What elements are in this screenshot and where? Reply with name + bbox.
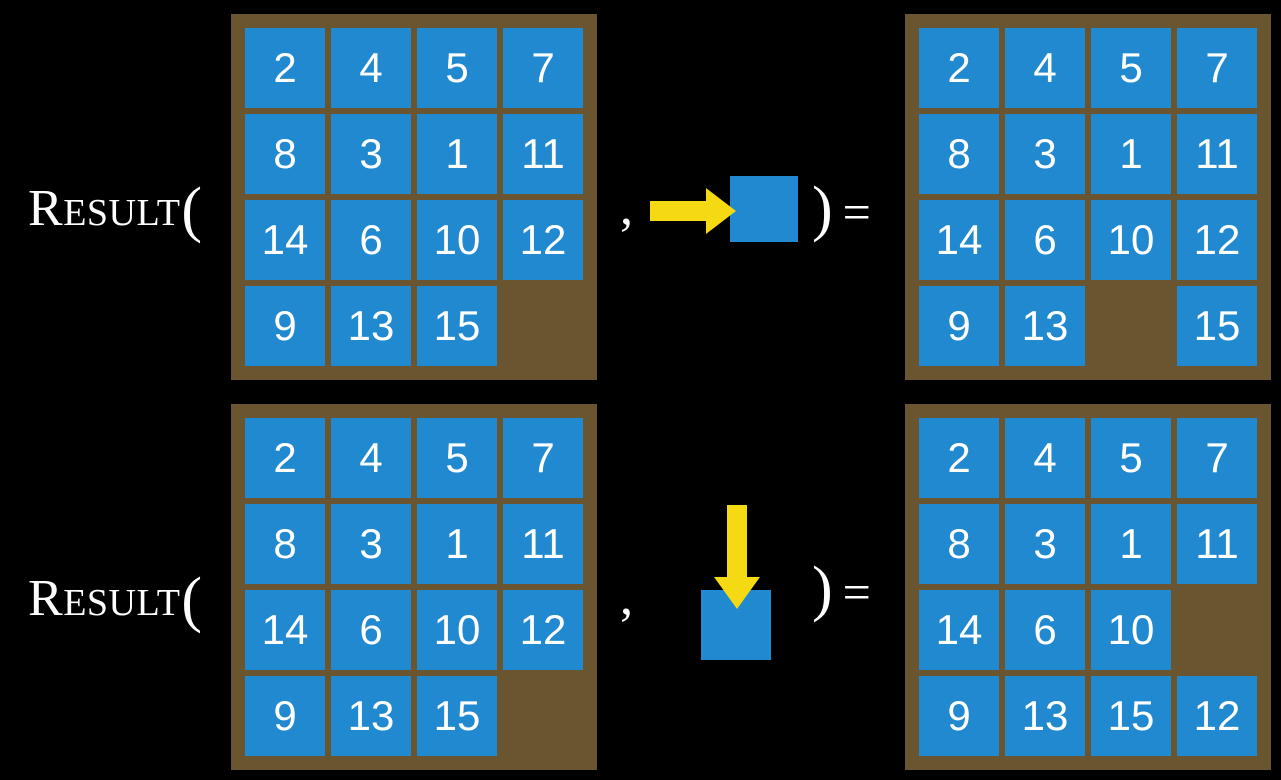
empty-slot[interactable] [1091, 286, 1171, 366]
tile[interactable]: 13 [1005, 676, 1085, 756]
tile[interactable]: 2 [919, 28, 999, 108]
equals-sign: = [842, 184, 871, 240]
tile[interactable]: 10 [1091, 590, 1171, 670]
tile[interactable]: 12 [503, 590, 583, 670]
tile[interactable]: 2 [245, 28, 325, 108]
result-label-rest: ESULT [63, 582, 181, 624]
tile[interactable]: 11 [503, 114, 583, 194]
tile[interactable]: 13 [1005, 286, 1085, 366]
result-label-rest: ESULT [63, 192, 181, 234]
tile[interactable]: 1 [417, 504, 497, 584]
tile[interactable]: 13 [331, 286, 411, 366]
tile[interactable]: 10 [417, 590, 497, 670]
tile[interactable]: 5 [1091, 418, 1171, 498]
tile[interactable]: 4 [1005, 418, 1085, 498]
tile[interactable]: 4 [331, 28, 411, 108]
tile[interactable]: 14 [245, 200, 325, 280]
tile[interactable]: 3 [331, 504, 411, 584]
empty-slot[interactable] [503, 286, 583, 366]
tile[interactable]: 1 [1091, 114, 1171, 194]
tile[interactable]: 7 [1177, 28, 1257, 108]
operand-tile[interactable] [730, 176, 798, 242]
tile[interactable]: 15 [417, 676, 497, 756]
tile[interactable]: 7 [503, 28, 583, 108]
output-board-top: 2 4 5 7 8 3 1 11 14 6 10 12 9 13 15 [905, 14, 1271, 380]
empty-slot[interactable] [503, 676, 583, 756]
tile[interactable]: 6 [1005, 200, 1085, 280]
output-board-bottom: 2 4 5 7 8 3 1 11 14 6 10 9 13 15 12 [905, 404, 1271, 770]
tile[interactable]: 15 [1091, 676, 1171, 756]
tile[interactable]: 7 [1177, 418, 1257, 498]
tile[interactable]: 15 [1177, 286, 1257, 366]
tile[interactable]: 13 [331, 676, 411, 756]
tile[interactable]: 12 [1177, 200, 1257, 280]
tile[interactable]: 3 [1005, 114, 1085, 194]
tile[interactable]: 8 [919, 504, 999, 584]
argument-separator-comma: , [620, 179, 633, 236]
tile[interactable]: 11 [1177, 504, 1257, 584]
tile[interactable]: 4 [331, 418, 411, 498]
tile[interactable]: 10 [1091, 200, 1171, 280]
result-label-initial: R [28, 180, 64, 237]
equals-sign: = [842, 564, 871, 620]
open-paren: ( [181, 566, 203, 634]
tile[interactable]: 11 [1177, 114, 1257, 194]
tile[interactable]: 9 [245, 286, 325, 366]
tile[interactable]: 11 [503, 504, 583, 584]
tile[interactable]: 5 [1091, 28, 1171, 108]
tile[interactable]: 8 [245, 504, 325, 584]
close-paren-equals-bottom: )= [812, 558, 871, 620]
tile[interactable]: 12 [1177, 676, 1257, 756]
operand-move-right [650, 160, 820, 260]
tile[interactable]: 8 [919, 114, 999, 194]
operand-move-down [690, 505, 810, 665]
tile[interactable]: 5 [417, 28, 497, 108]
tile[interactable]: 9 [919, 286, 999, 366]
arrow-right-icon [650, 188, 736, 234]
tile[interactable]: 2 [245, 418, 325, 498]
open-paren: ( [181, 176, 203, 244]
input-board-top: 2 4 5 7 8 3 1 11 14 6 10 12 9 13 15 [231, 14, 597, 380]
input-board-bottom: 2 4 5 7 8 3 1 11 14 6 10 12 9 13 15 [231, 404, 597, 770]
close-paren: ) [812, 555, 833, 623]
empty-slot[interactable] [1177, 590, 1257, 670]
tile[interactable]: 9 [245, 676, 325, 756]
tile[interactable]: 10 [417, 200, 497, 280]
result-label-initial: R [28, 570, 64, 627]
tile[interactable]: 2 [919, 418, 999, 498]
tile[interactable]: 6 [331, 590, 411, 670]
tile[interactable]: 14 [919, 200, 999, 280]
tile[interactable]: 7 [503, 418, 583, 498]
close-paren-equals-top: )= [812, 178, 871, 240]
tile[interactable]: 5 [417, 418, 497, 498]
tile[interactable]: 15 [417, 286, 497, 366]
tile[interactable]: 3 [331, 114, 411, 194]
tile[interactable]: 12 [503, 200, 583, 280]
tile[interactable]: 1 [1091, 504, 1171, 584]
tile[interactable]: 6 [1005, 590, 1085, 670]
tile[interactable]: 3 [1005, 504, 1085, 584]
tile[interactable]: 6 [331, 200, 411, 280]
tile[interactable]: 14 [919, 590, 999, 670]
close-paren: ) [812, 175, 833, 243]
tile[interactable]: 8 [245, 114, 325, 194]
argument-separator-comma: , [620, 569, 633, 626]
tile[interactable]: 4 [1005, 28, 1085, 108]
tile[interactable]: 14 [245, 590, 325, 670]
tile[interactable]: 1 [417, 114, 497, 194]
arrow-down-icon [714, 505, 760, 609]
tile[interactable]: 9 [919, 676, 999, 756]
